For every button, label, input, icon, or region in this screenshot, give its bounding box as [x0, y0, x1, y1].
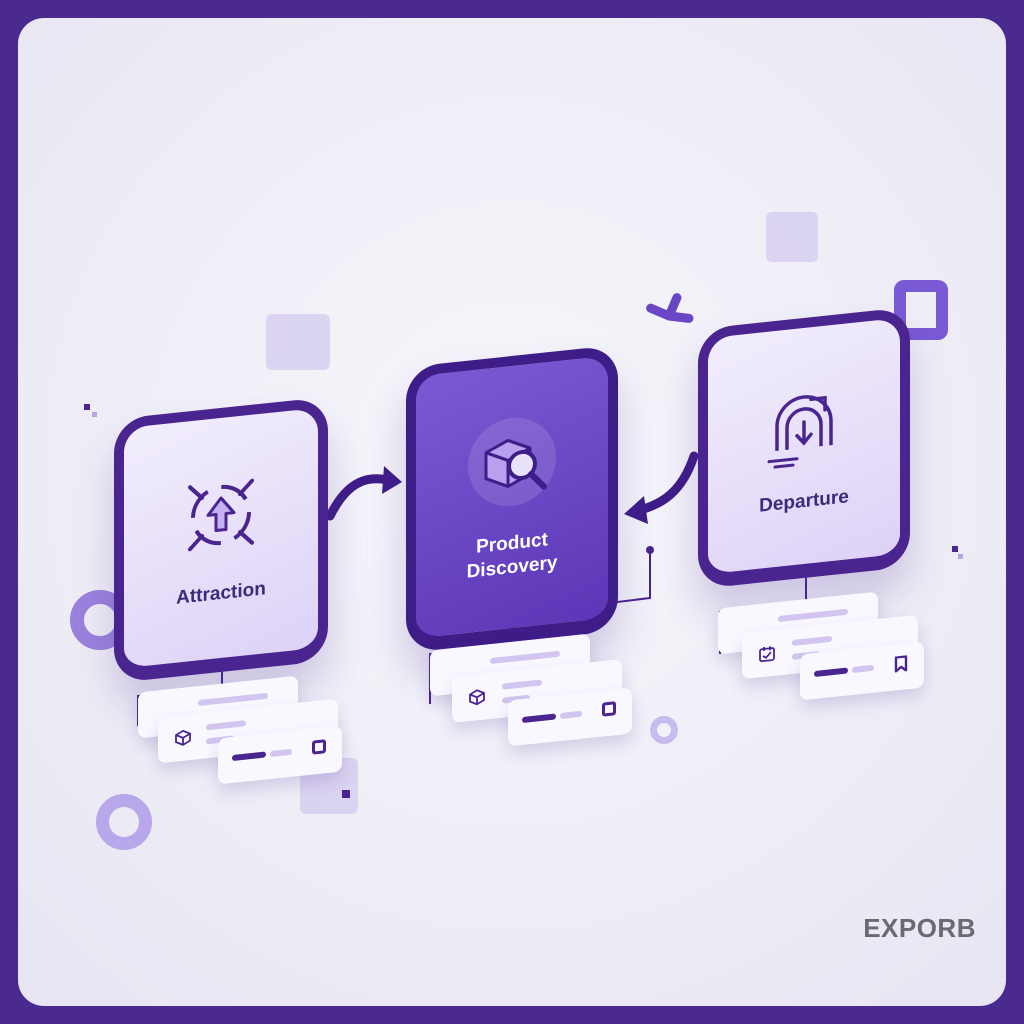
stage-card-attraction[interactable]: Attraction: [114, 396, 328, 684]
sub-card-departure-front: [800, 641, 924, 701]
deco-dot: [958, 554, 963, 559]
stage-label-departure: Departure: [759, 486, 849, 517]
box-magnifier-icon: [468, 418, 556, 507]
sub-card-discovery-mid: [452, 659, 622, 723]
square-icon: [312, 739, 326, 755]
deco-dot: [84, 404, 90, 410]
stage-label-product-discovery: Product Discovery: [466, 529, 558, 583]
deco-ring: [650, 716, 678, 744]
brand-logo: EXPORB: [863, 913, 976, 943]
cube-icon: [469, 689, 485, 706]
deco-bracket: [646, 293, 694, 323]
deco-dot: [342, 790, 350, 798]
sub-card-departure-mid: [742, 614, 918, 680]
stage-label-attraction: Attraction: [176, 578, 266, 609]
return-arrow-icon: [767, 395, 833, 469]
calendar-icon: [759, 646, 775, 663]
bookmark-icon: [894, 655, 908, 673]
stage-card-product-discovery[interactable]: Product Discovery: [406, 344, 618, 654]
deco-dot: [92, 412, 97, 417]
diagram-canvas: Attraction Product Discovery Departure: [18, 18, 1006, 1006]
deco-dot: [952, 546, 958, 552]
stage-card-departure[interactable]: Departure: [698, 306, 910, 590]
target-arrow-icon: [188, 478, 254, 552]
square-icon: [602, 701, 616, 717]
sub-card-attraction-mid: [158, 698, 338, 764]
cube-icon: [175, 729, 191, 746]
deco-square: [766, 212, 818, 262]
deco-square: [266, 314, 330, 370]
deco-ring: [96, 794, 152, 850]
